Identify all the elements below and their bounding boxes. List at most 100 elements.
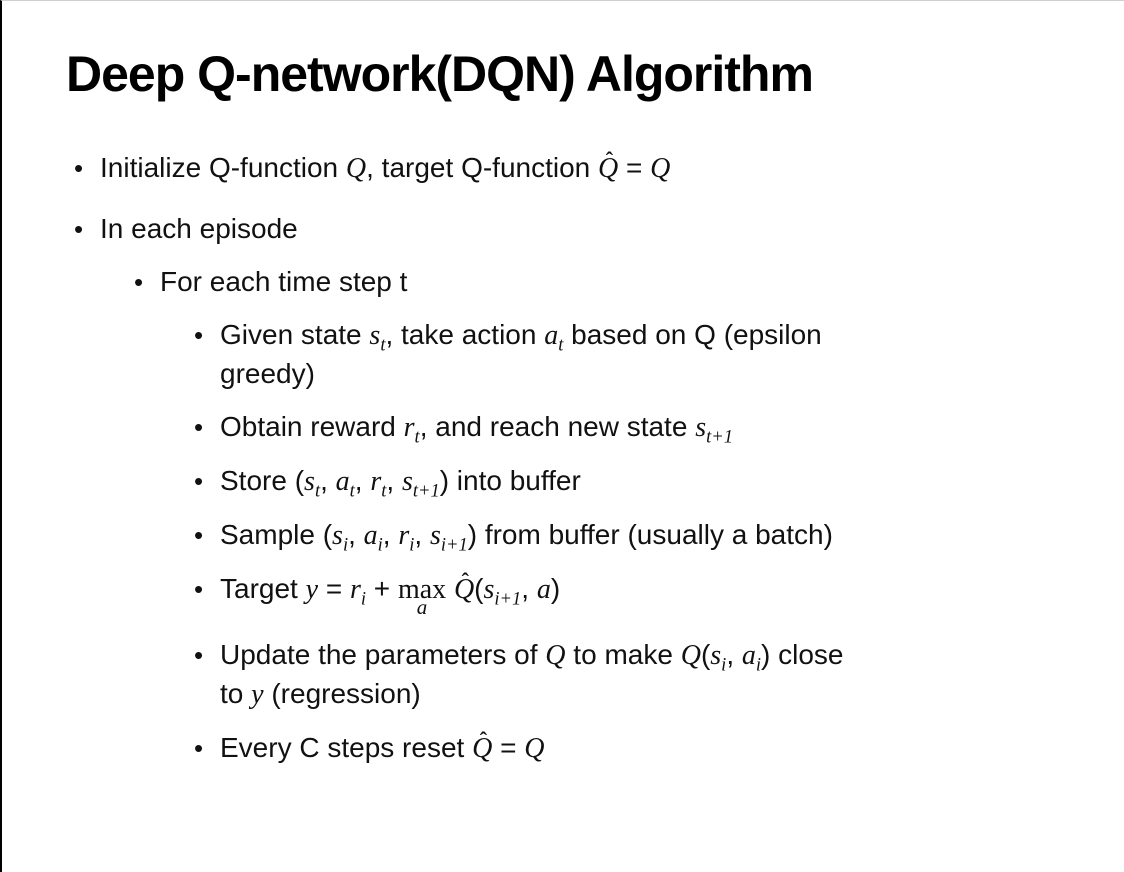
math-subscript: i [360, 588, 367, 609]
text-segment: Store ( [220, 465, 305, 496]
hat-accent: ˆ [461, 568, 469, 593]
text-segment: , and reach new state [419, 411, 696, 442]
bullet-marker: • [74, 153, 84, 183]
math-variable-subscripted: ai [363, 520, 383, 555]
bullet-text: Given state st, take action at based on … [220, 316, 822, 393]
bullet-item: • For each time step t [134, 263, 1102, 301]
text-segment: + [366, 573, 398, 604]
text-segment: In each episode [100, 213, 298, 244]
bullet-item: • Sample (si, ai, ri, si+1) from buffer (… [194, 516, 1102, 555]
text-segment: , take action [385, 319, 545, 350]
text-segment: to make [565, 639, 681, 670]
bullet-item: • Given state st, take action at based on… [194, 316, 1102, 393]
text-segment: ) close [761, 639, 844, 670]
bullet-marker: • [194, 412, 204, 442]
bullet-marker: • [194, 320, 204, 350]
slide-title: Deep Q-network(DQN) Algorithm [66, 46, 814, 102]
text-segment: , [382, 519, 399, 550]
math-variable-subscripted: ri [398, 520, 415, 555]
text-segment: , target Q-function [366, 152, 599, 183]
math-variable-subscripted: rt [403, 412, 420, 447]
bullet-text: For each time step t [160, 263, 407, 301]
text-segment: ( [474, 573, 484, 604]
math-variable: y [251, 679, 264, 710]
math-subscript: t [558, 334, 564, 355]
math-variable: a [536, 574, 551, 605]
math-variable-subscripted: at [544, 320, 564, 355]
text-segment: Given state [220, 319, 370, 350]
math-subscript: i [755, 654, 762, 675]
text-segment: , [726, 639, 742, 670]
text-segment: , [320, 465, 336, 496]
text-segment: For each time step t [160, 266, 408, 297]
text-segment: = [492, 732, 525, 763]
math-variable-subscripted: ai [741, 640, 762, 675]
bullet-item: • Obtain reward rt, and reach new state s… [194, 408, 1102, 447]
math-variable: Q [680, 640, 701, 671]
text-segment: Sample ( [220, 519, 333, 550]
math-subscript: t [349, 480, 355, 501]
math-variable-subscripted: st+1 [401, 466, 440, 501]
text-segment: greedy) [220, 358, 315, 389]
text-segment: (regression) [263, 678, 421, 709]
text-segment: = [618, 152, 651, 183]
math-subscript: t+1 [412, 480, 440, 501]
text-segment: , [414, 519, 430, 550]
bullet-item: •Update the parameters of Q to make Q(si… [194, 636, 1102, 714]
math-variable-subscripted: rt [370, 466, 387, 501]
bullet-marker: • [194, 574, 204, 604]
math-subscript: i+1 [494, 588, 522, 609]
bullet-text: Store (st, at, rt, st+1) into buffer [220, 462, 581, 501]
text-segment: Initialize Q-function [100, 152, 346, 183]
math-variable-subscripted: si+1 [483, 574, 522, 609]
bullet-text: Initialize Q-function Q, target Q-functi… [100, 148, 671, 188]
math-subscript: t [414, 426, 420, 447]
math-variable-subscripted: st [304, 466, 321, 501]
math-variable-subscripted: st [369, 320, 386, 355]
bullet-marker: • [194, 520, 204, 550]
math-variable-subscripted: at [335, 466, 355, 501]
text-segment: , [521, 573, 537, 604]
text-segment: based on Q (epsilon [563, 319, 822, 350]
text-segment: Update the parameters of [220, 639, 546, 670]
text-segment: to [220, 678, 252, 709]
bullet-marker: • [134, 267, 144, 297]
bullet-text: Obtain reward rt, and reach new state st… [220, 408, 733, 447]
math-subscript: i [721, 654, 727, 675]
bullet-marker: • [194, 733, 204, 763]
bullet-text: Sample (si, ai, ri, si+1) from buffer (u… [220, 516, 833, 555]
bullet-list: •Initialize Q-function Q, target Q-funct… [2, 148, 1102, 783]
bullet-item: •Initialize Q-function Q, target Q-funct… [74, 148, 1102, 188]
math-variable: Q [650, 153, 671, 184]
math-variable-subscripted: si [710, 640, 727, 675]
bullet-item: • In each episode [74, 210, 1102, 248]
math-variable: Q [345, 153, 367, 184]
bullet-marker: • [194, 640, 204, 670]
hat-accent: ˆ [479, 727, 488, 752]
max-under-argument: a [416, 595, 428, 620]
math-variable-subscripted: si [332, 520, 349, 555]
math-subscript: t [381, 480, 387, 501]
math-subscript: i [409, 534, 415, 555]
text-segment: Every C steps reset [220, 732, 473, 763]
math-variable-subscripted: si+1 [429, 520, 468, 555]
math-subscript: i+1 [440, 534, 468, 555]
text-segment: Obtain reward [220, 411, 404, 442]
bullet-marker: • [74, 214, 84, 244]
text-segment: ) [550, 573, 561, 604]
math-variable: Q [524, 733, 545, 764]
math-variable: y [305, 574, 319, 605]
math-variable: Q [545, 640, 566, 671]
hat-accent: ˆ [605, 147, 613, 172]
bullet-item: •Store (st, at, rt, st+1) into buffer [194, 462, 1102, 501]
text-segment: , [348, 519, 364, 550]
text-segment: ) from buffer (usually a batch) [467, 519, 833, 550]
text-segment: Target [220, 573, 306, 604]
math-subscript: i [377, 534, 383, 555]
